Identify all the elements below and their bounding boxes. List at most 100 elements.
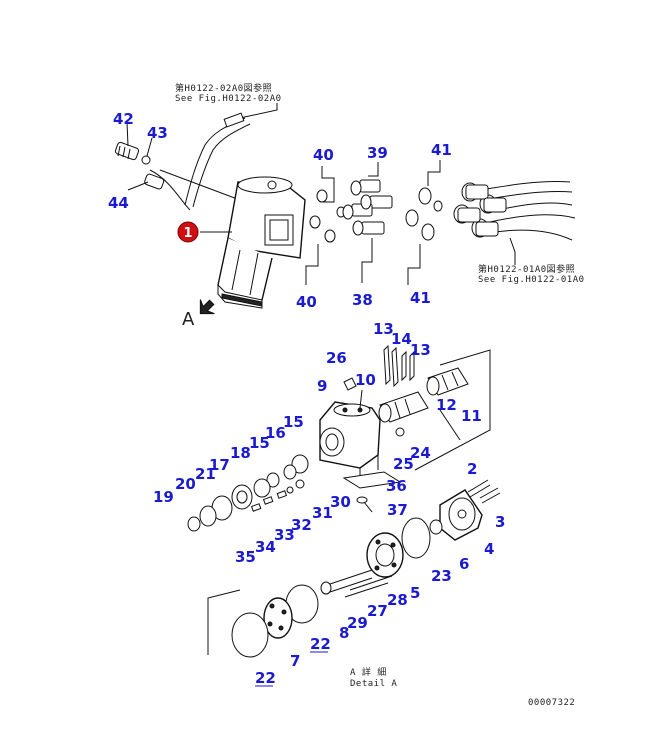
part-label-22: 22: [255, 669, 276, 687]
fitting-group-39-38: [342, 162, 393, 283]
part-label-21: 21: [195, 465, 216, 483]
part-label-39: 39: [367, 144, 388, 162]
part-label-28: 28: [387, 591, 408, 609]
part-label-22: 22: [310, 635, 331, 653]
fitting-44: [144, 173, 165, 190]
leader-43: [146, 137, 153, 157]
part-label-4: 4: [484, 540, 494, 558]
hose-bundle-right: [453, 181, 576, 241]
springs-13-14: [383, 344, 415, 388]
cap-26: [343, 377, 357, 391]
callout-1-badge: [177, 221, 199, 243]
ref-leader-top: [239, 103, 278, 119]
part-label-13: 13: [373, 320, 394, 338]
callout-1-number: 1: [183, 226, 192, 241]
hose-line-b: [192, 123, 251, 208]
part-label-2: 2: [467, 460, 477, 478]
part-label-30: 30: [330, 493, 351, 511]
cap-26-leader: [359, 389, 363, 409]
steering-unit-assembly: [217, 176, 306, 309]
part-label-44: 44: [108, 194, 129, 212]
drive-shaft-8: [320, 569, 373, 595]
part-label-40: 40: [313, 146, 334, 164]
part-label-3: 3: [495, 513, 505, 531]
part-label-5: 5: [410, 584, 420, 602]
part-label-23: 23: [431, 567, 452, 585]
part-label-38: 38: [352, 291, 373, 309]
gerotor-5: [366, 532, 404, 578]
part-label-12: 12: [436, 396, 457, 414]
spacer-6: [429, 519, 443, 535]
part-label-13: 13: [410, 341, 431, 359]
part-label-43: 43: [147, 124, 168, 142]
part-label-36: 36: [386, 477, 407, 495]
ref-note-right-jp: 第H0122-01A0図参照: [478, 263, 575, 275]
pin-29: [344, 582, 389, 598]
part-label-9: 9: [317, 377, 327, 395]
view-letter: A: [182, 309, 195, 330]
valve-body-9: [319, 401, 381, 480]
end-cap-4: [439, 489, 483, 541]
bolt-2: [467, 479, 491, 498]
leader-link: [159, 169, 241, 201]
part-label-19: 19: [153, 488, 174, 506]
part-label-8: 8: [339, 624, 349, 642]
plate-36: [342, 471, 402, 489]
part-label-17: 17: [209, 456, 230, 474]
part-label-32: 32: [291, 516, 312, 534]
part-label-24: 24: [410, 444, 431, 462]
part-label-14: 14: [391, 330, 412, 348]
part-label-29: 29: [347, 614, 368, 632]
tube-44: [149, 169, 191, 211]
part-label-26: 26: [326, 349, 347, 367]
part-label-25: 25: [393, 455, 414, 473]
part-label-20: 20: [175, 475, 196, 493]
part-label-15: 15: [283, 413, 304, 431]
part-label-15: 15: [249, 434, 270, 452]
leader-42: [126, 121, 129, 147]
part-label-16: 16: [265, 424, 286, 442]
check-valve-parts: [250, 479, 305, 512]
ref-leader-right: [509, 237, 516, 265]
o-ring-group-40: [305, 166, 346, 285]
plate-7: [263, 597, 293, 639]
o-ring-23: [401, 517, 431, 559]
bolt-3: [479, 487, 501, 504]
detail-note-jp: A 詳 細: [350, 666, 387, 678]
detail-bracket-top: [414, 349, 491, 471]
part-label-40: 40: [296, 293, 317, 311]
ref-note-top-en: See Fig.H0122-02A0: [175, 94, 282, 104]
fitting-42: [114, 141, 140, 161]
bolt-37: [356, 496, 373, 513]
ref-note-top-jp: 第H0122-02A0図参照: [175, 82, 272, 94]
part-label-35: 35: [235, 548, 256, 566]
seal-ring-stack: [187, 454, 309, 532]
part-label-6: 6: [459, 555, 469, 573]
part-label-31: 31: [312, 504, 333, 522]
part-label-27: 27: [367, 602, 388, 620]
drawing-number: 00007322: [528, 698, 575, 708]
pin-12: [439, 409, 461, 441]
part-label-37: 37: [387, 501, 408, 519]
part-label-33: 33: [274, 526, 295, 544]
ref-note-right-en: See Fig.H0122-01A0: [478, 275, 585, 285]
detail-bracket-bottom: [207, 589, 241, 655]
detail-note-en: Detail A: [350, 679, 397, 689]
ball-25: [395, 427, 405, 437]
o-ring-22-lower: [231, 612, 269, 658]
leader-44: [127, 181, 149, 191]
o-ring-group-41: [405, 160, 443, 285]
sleeve-10: [378, 391, 429, 423]
part-label-41: 41: [410, 289, 431, 307]
part-label-34: 34: [255, 538, 276, 556]
part-label-18: 18: [230, 444, 251, 462]
part-label-7: 7: [290, 652, 300, 670]
pin-27: [349, 575, 393, 591]
part-label-41: 41: [431, 141, 452, 159]
spool-11: [426, 367, 469, 396]
view-arrow-icon: [199, 299, 215, 315]
hose-fitting: [223, 112, 245, 128]
part-label-10: 10: [355, 371, 376, 389]
part-label-42: 42: [113, 110, 134, 128]
